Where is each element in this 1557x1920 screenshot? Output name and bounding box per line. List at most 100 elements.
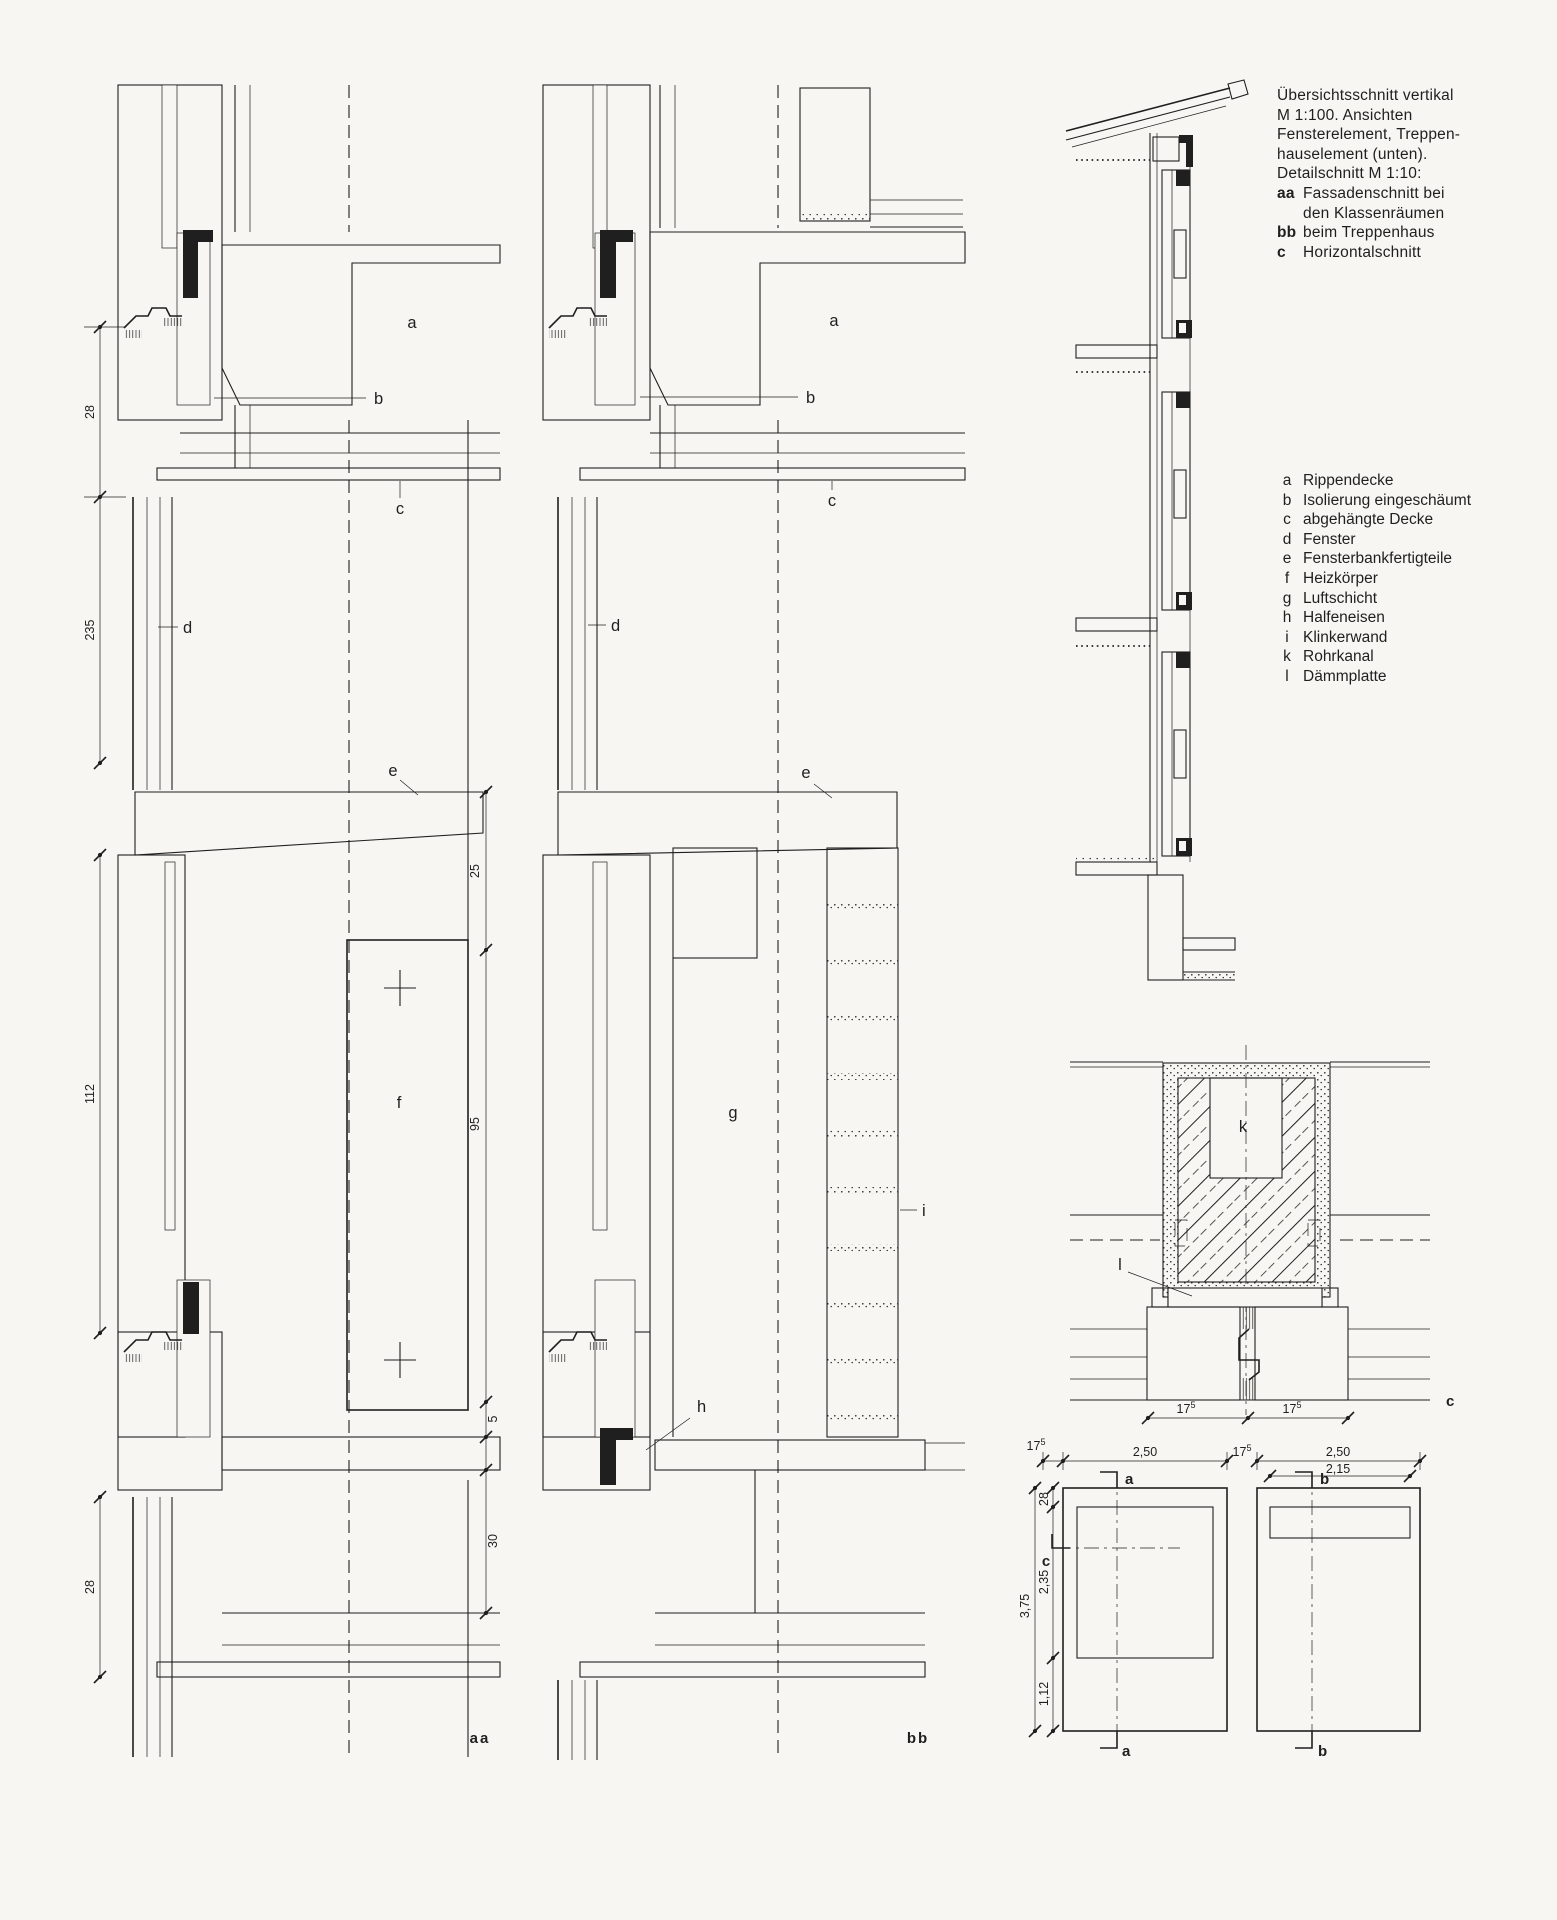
legend-item-a: a Rippendecke — [1279, 471, 1471, 491]
annotation-f: f — [397, 1094, 402, 1112]
legend-key: g — [1282, 589, 1292, 607]
legend-item-k: k Rohrkanal — [1279, 647, 1471, 667]
annotation-c: c — [396, 500, 404, 518]
caption-bb: bb — [907, 1730, 929, 1747]
annotation-k: k — [1239, 1118, 1248, 1136]
title-line: M 1:100. Ansichten — [1277, 106, 1413, 124]
title-text: Fassadenschnitt bei — [1303, 184, 1445, 202]
title-key-c: c — [1277, 243, 1286, 261]
section-marker-a-bottom: a — [1122, 1743, 1131, 1760]
title-line-bb: bb beim Treppenhaus — [1277, 223, 1552, 243]
annotation-h: h — [697, 1398, 706, 1416]
legend-key: h — [1282, 609, 1292, 627]
detail-section-bb: a b c d e g h i bb — [542, 84, 966, 1760]
legend-label: Halfeneisen — [1303, 609, 1385, 627]
dim-375: 3,75 — [1018, 1594, 1032, 1618]
title-line: Fensterelement, Treppen- — [1277, 126, 1461, 144]
legend-label: Rippendecke — [1303, 472, 1394, 489]
dim-25: 25 — [468, 864, 482, 878]
legend-item-h: h Halfeneisen — [1279, 608, 1471, 628]
dim-30: 30 — [486, 1534, 500, 1548]
legend-label: Dämmplatte — [1303, 667, 1387, 685]
overview-section — [1065, 79, 1249, 981]
section-marker-a-top: a — [1125, 1471, 1134, 1488]
annotation-d: d — [611, 617, 620, 635]
dim-112: 112 — [83, 1084, 97, 1104]
legend-label: Fenster — [1303, 530, 1356, 548]
dim-235-elev: 2,35 — [1037, 1570, 1051, 1594]
section-marker-c: c — [1042, 1553, 1050, 1570]
dim-17-5-elev-left: 175 — [1027, 1437, 1046, 1453]
legend-label: Fensterbankfertigteile — [1303, 550, 1453, 568]
horizontal-section-plan: k l c 175 175 — [1070, 1045, 1456, 1425]
legend-key: a — [1282, 472, 1292, 489]
window-elevation-a: a a c 175 2,50 175 3,75 28 2,35 1,12 — [1018, 1437, 1251, 1760]
legend-item-c: c abgehängte Decke — [1279, 510, 1471, 530]
title-key-bb: bb — [1277, 224, 1297, 242]
title-line: den Klassenräumen — [1303, 204, 1445, 222]
section-marker-b-bottom: b — [1318, 1743, 1327, 1760]
stairwell-elevation-b: b b 2,50 2,15 — [1250, 1445, 1427, 1760]
annotation-g: g — [728, 1104, 737, 1122]
annotation-l: l — [1118, 1256, 1122, 1274]
legend-label: Klinkerwand — [1303, 628, 1388, 646]
dim-17-5-left: 175 — [1177, 1400, 1196, 1416]
legend-item-f: f Heizkörper — [1279, 569, 1471, 589]
title-text: beim Treppenhaus — [1303, 224, 1435, 242]
dim-112-elev: 1,12 — [1037, 1682, 1051, 1706]
dim-250-right: 2,50 — [1326, 1445, 1350, 1459]
detail-section-aa: a b c d e f 28 235 112 28 25 95 5 30 aa — [83, 84, 501, 1757]
title-line: hauselement (unten). — [1277, 145, 1428, 163]
legend-key: d — [1282, 530, 1292, 548]
caption-plan-c: c — [1446, 1393, 1456, 1410]
legend-label: Rohrkanal — [1303, 648, 1374, 666]
caption-aa: aa — [470, 1730, 491, 1747]
title-line-aa: aa Fassadenschnitt bei — [1277, 184, 1552, 204]
legend-key: i — [1285, 628, 1289, 646]
title-line: Detailschnitt M 1:10: — [1277, 165, 1422, 183]
annotation-c: c — [828, 492, 836, 510]
title-block: Übersichtsschnitt vertikal M 1:100. Ansi… — [1277, 86, 1552, 262]
legend-key: l — [1285, 667, 1289, 685]
legend-label: abgehängte Decke — [1303, 511, 1434, 529]
legend-item-e: e Fensterbankfertigteile — [1279, 549, 1471, 569]
dim-95: 95 — [468, 1117, 482, 1131]
title-key-aa: aa — [1277, 184, 1295, 202]
annotation-d: d — [183, 619, 192, 637]
legend-label: Heizkörper — [1303, 569, 1378, 587]
title-text: Horizontalschnitt — [1303, 243, 1421, 261]
title-line-c: c Horizontalschnitt — [1277, 243, 1552, 263]
annotation-e: e — [388, 762, 397, 780]
title-line: Übersichtsschnitt vertikal — [1277, 87, 1454, 104]
legend-item-d: d Fenster — [1279, 530, 1471, 550]
dim-250-left: 2,50 — [1133, 1445, 1157, 1459]
legend-label: Isolierung eingeschäumt — [1303, 491, 1472, 509]
annotation-b: b — [806, 389, 815, 407]
legend-item-b: b Isolierung eingeschäumt — [1279, 491, 1471, 511]
section-marker-b-top: b — [1320, 1471, 1329, 1488]
annotation-i: i — [922, 1202, 926, 1220]
dim-5: 5 — [486, 1415, 500, 1422]
legend-key: b — [1282, 491, 1292, 509]
legend-key: k — [1283, 648, 1291, 666]
legend-key: f — [1284, 569, 1290, 587]
annotation-e: e — [801, 764, 810, 782]
legend-item-g: g Luftschicht — [1279, 589, 1471, 609]
annotation-a: a — [407, 314, 417, 332]
dim-28-bottom: 28 — [83, 1580, 97, 1594]
annotation-b: b — [374, 390, 383, 408]
annotation-a: a — [829, 312, 839, 330]
legend-key: e — [1282, 550, 1292, 568]
dim-28-top: 28 — [83, 405, 97, 419]
legend-label: Luftschicht — [1303, 589, 1378, 607]
dim-235: 235 — [83, 620, 97, 641]
dim-17-5-right: 175 — [1283, 1400, 1302, 1416]
dim-17-5-elev-mid: 175 — [1233, 1443, 1252, 1459]
legend-item-l: l Dämmplatte — [1279, 667, 1471, 687]
dim-28-elev: 28 — [1037, 1492, 1051, 1506]
legend-item-i: i Klinkerwand — [1279, 628, 1471, 648]
legend-key: c — [1283, 511, 1291, 529]
